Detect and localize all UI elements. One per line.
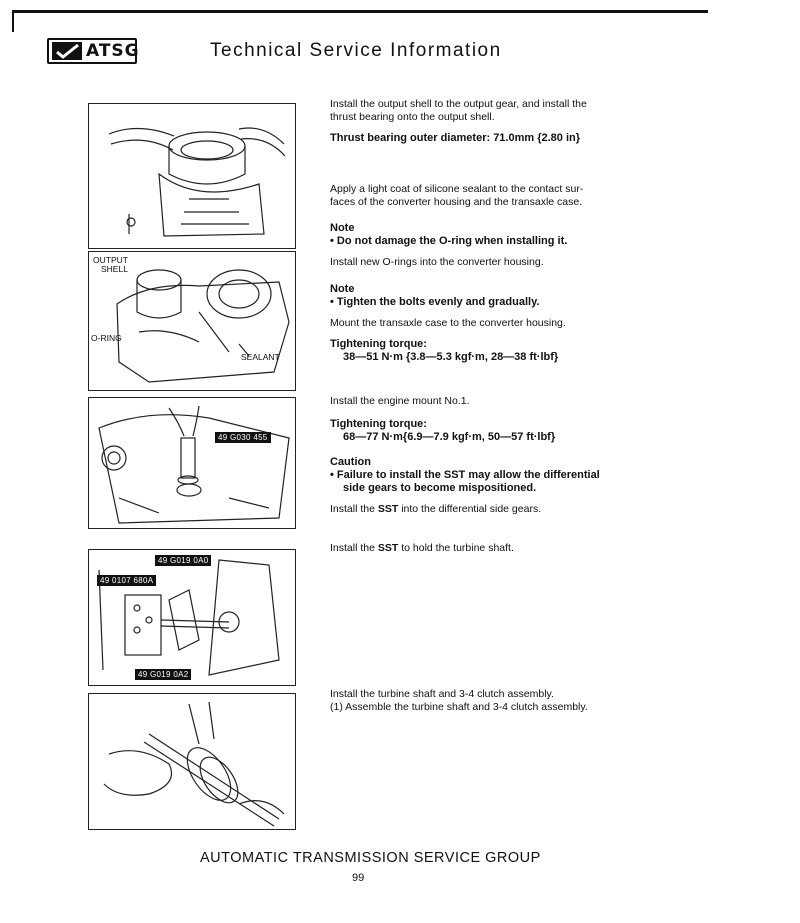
caution-bullet: side gears to become mispositioned. bbox=[343, 482, 537, 494]
sst-tag-49-g030-455: 49 G030 455 bbox=[215, 432, 271, 443]
label-output: OUTPUT bbox=[93, 255, 128, 265]
figure-turbine-shaft-clutch bbox=[88, 693, 296, 830]
figure-sst-differential: 49 G030 455 bbox=[88, 397, 296, 529]
sst-bold: SST bbox=[377, 503, 399, 515]
torque-value: 68—77 N·m{6.9—7.9 kgf·m, 50—57 ft·lbf} bbox=[343, 431, 556, 443]
sst-tag-49-g019-0a2: 49 G019 0A2 bbox=[135, 669, 192, 680]
text-part: into the differential side gears. bbox=[398, 503, 542, 515]
note-bullet: • Do not damage the O-ring when installi… bbox=[330, 235, 568, 247]
step-text: faces of the converter housing and the t… bbox=[330, 196, 583, 208]
torque-label: Tightening torque: bbox=[330, 338, 427, 350]
step-text: thrust bearing onto the output shell. bbox=[330, 111, 495, 123]
step-install-output-shell: Install the output shell to the output g… bbox=[330, 98, 630, 145]
sst-tag-49-0107-680a: 49 0107 680A bbox=[97, 575, 157, 586]
note-bullet: • Tighten the bolts evenly and gradually… bbox=[330, 296, 540, 308]
step-install-sst-turbine: Install the SST to hold the turbine shaf… bbox=[330, 542, 630, 555]
illustration-sst-turbine-shaft bbox=[98, 559, 280, 676]
illustration-sst-side-gears bbox=[98, 405, 290, 524]
step-text: Install new O-rings into the converter h… bbox=[330, 256, 544, 268]
step-apply-sealant: Apply a light coat of silicone sealant t… bbox=[330, 183, 630, 209]
sst-tag-49-g019-0a0: 49 G019 0A0 bbox=[155, 555, 212, 566]
sst-bold: SST bbox=[377, 542, 399, 554]
text-part: to hold the turbine shaft. bbox=[398, 542, 514, 554]
step-text: Install the turbine shaft and 3-4 clutch… bbox=[330, 688, 554, 700]
step-text: Install the output shell to the output g… bbox=[330, 98, 587, 110]
step-text: Mount the transaxle case to the converte… bbox=[330, 317, 566, 329]
step-text: Install the SST into the differential si… bbox=[330, 503, 630, 516]
page-number: 99 bbox=[352, 872, 365, 884]
figure-sst-turbine-hold: 49 G019 0A0 49 0107 680A 49 G019 0A2 bbox=[88, 549, 296, 686]
logo-check-icon bbox=[52, 42, 82, 60]
page-title: Technical Service Information bbox=[210, 40, 502, 61]
illustration-hands-output-shell bbox=[108, 127, 286, 237]
step-text: Install the SST to hold the turbine shaf… bbox=[330, 542, 630, 555]
illustration-turbine-shaft-assembly bbox=[103, 701, 285, 827]
footer-org: AUTOMATIC TRANSMISSION SERVICE GROUP bbox=[200, 850, 541, 866]
torque-label: Tightening torque: bbox=[330, 418, 427, 430]
text-part: Install the bbox=[330, 503, 378, 515]
note-heading: Note bbox=[330, 222, 355, 234]
top-border bbox=[12, 10, 708, 13]
thrust-bearing-spec: Thrust bearing outer diameter: 71.0mm {2… bbox=[330, 132, 581, 144]
step-text: Install the engine mount No.1. bbox=[330, 395, 470, 407]
caution-bullet: • Failure to install the SST may allow t… bbox=[330, 469, 600, 481]
step-substep: (1) Assemble the turbine shaft and 3-4 c… bbox=[330, 701, 588, 713]
figure-output-shell-sealant: OUTPUT SHELL O-RING SEALANT bbox=[88, 251, 296, 391]
step-install-sst-differential: Caution • Failure to install the SST may… bbox=[330, 456, 630, 516]
logo-text: ATSG bbox=[86, 41, 140, 61]
step-mount-transaxle-case: Note • Tighten the bolts evenly and grad… bbox=[330, 283, 630, 364]
text-part: Install the bbox=[330, 542, 378, 554]
step-install-turbine-shaft: Install the turbine shaft and 3-4 clutch… bbox=[330, 688, 630, 714]
illustration-converter-housing bbox=[116, 269, 290, 383]
label-shell: SHELL bbox=[101, 264, 128, 274]
step-install-engine-mount: Install the engine mount No.1. Tightenin… bbox=[330, 395, 630, 444]
label-o-ring: O-RING bbox=[91, 333, 122, 343]
step-install-o-rings: Note • Do not damage the O-ring when ins… bbox=[330, 222, 630, 269]
torque-value: 38—51 N·m {3.8—5.3 kgf·m, 28—38 ft·lbf} bbox=[343, 351, 559, 363]
left-border-tick bbox=[12, 10, 14, 32]
step-text: Apply a light coat of silicone sealant t… bbox=[330, 183, 584, 195]
caution-heading: Caution bbox=[330, 456, 371, 468]
figure-output-shell-install bbox=[88, 103, 296, 249]
atsg-logo: ATSG bbox=[47, 38, 140, 64]
note-heading: Note bbox=[330, 283, 355, 295]
label-sealant: SEALANT bbox=[241, 352, 280, 362]
